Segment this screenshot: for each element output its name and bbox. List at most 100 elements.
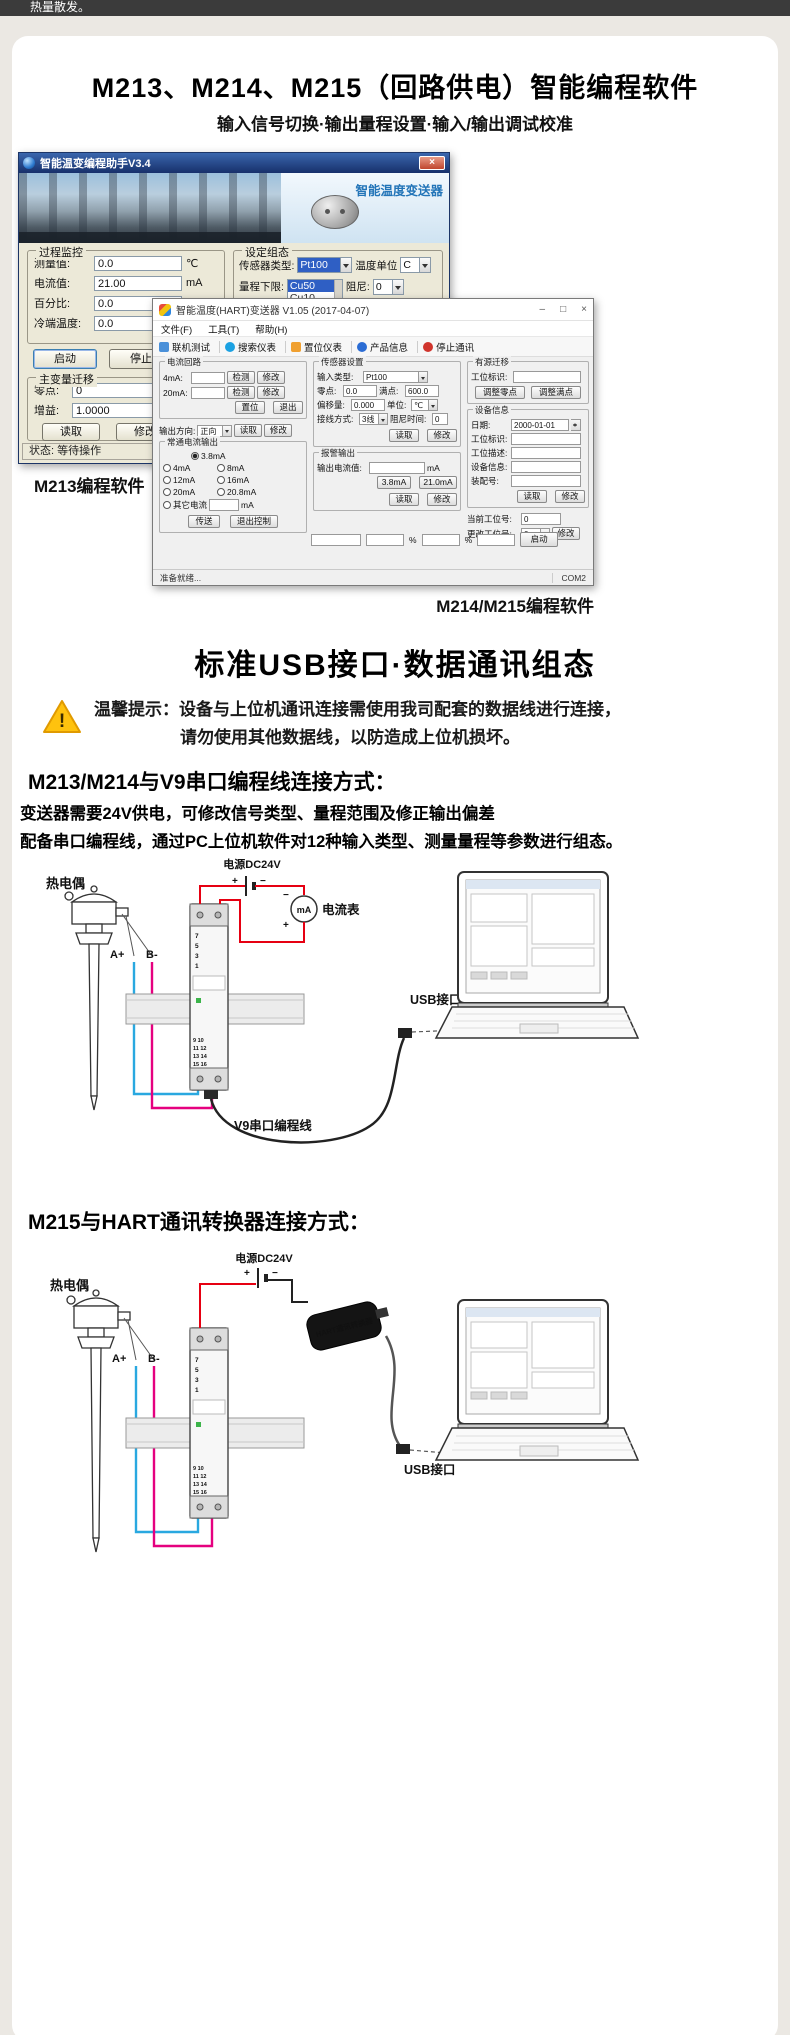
radio-label[interactable]: 20mA xyxy=(173,487,196,497)
temp-unit-select[interactable]: C xyxy=(400,257,432,273)
radio-label[interactable]: 3.8mA xyxy=(201,451,226,461)
other-current-label[interactable]: 其它电流 xyxy=(173,500,208,510)
output-current-input[interactable] xyxy=(369,462,425,474)
value-input[interactable] xyxy=(421,533,460,546)
maximize-button[interactable]: □ xyxy=(560,304,567,315)
dropdown-arrow-icon[interactable] xyxy=(223,424,233,437)
radio-icon[interactable] xyxy=(163,476,171,484)
offset-input[interactable]: 0.000 xyxy=(351,399,385,411)
radio-icon[interactable] xyxy=(217,476,225,484)
full-input[interactable]: 600.0 xyxy=(405,385,439,397)
adjust-full-button[interactable]: 调整满点 xyxy=(531,386,581,399)
exit-button[interactable]: 退出 xyxy=(273,401,303,414)
menu-tools[interactable]: 工具(T) xyxy=(208,324,240,336)
dropdown-arrow-icon[interactable] xyxy=(429,399,438,411)
range-low-label: 量程下限: xyxy=(239,281,284,293)
set-button[interactable]: 置位 xyxy=(235,401,265,414)
detect-button[interactable]: 检测 xyxy=(227,386,255,399)
minimize-button[interactable]: – xyxy=(539,304,546,315)
damping-select[interactable]: 0 xyxy=(372,279,404,295)
group-title: 主变量迁移 xyxy=(36,371,97,387)
radio-label[interactable]: 12mA xyxy=(173,475,196,485)
value-input[interactable] xyxy=(311,533,361,546)
input-type-select[interactable]: Pt100 xyxy=(363,371,428,383)
read-button[interactable]: 读取 xyxy=(389,429,419,442)
alarm-low-button[interactable]: 3.8mA xyxy=(377,476,411,489)
read-button[interactable]: 读取 xyxy=(389,493,419,506)
terminal-number: 7 xyxy=(195,933,199,940)
m213-titlebar[interactable]: 智能温变编程助手V3.4 × xyxy=(19,153,449,173)
modify-button[interactable]: 修改 xyxy=(257,371,285,384)
radio-icon[interactable] xyxy=(217,464,225,472)
current-tag-input[interactable]: 0 xyxy=(521,513,561,525)
gain-label: 增益: xyxy=(34,405,60,417)
modify-button[interactable]: 修改 xyxy=(427,429,457,442)
dropdown-arrow-icon[interactable] xyxy=(420,257,432,273)
exit-control-button[interactable]: 退出控制 xyxy=(230,515,278,528)
desc-input[interactable] xyxy=(511,447,581,459)
radio-label[interactable]: 16mA xyxy=(227,475,250,485)
online-test-button[interactable]: 联机测试 xyxy=(159,340,210,354)
dropdown-arrow-icon[interactable] xyxy=(341,257,353,273)
terminal-number: 3 xyxy=(195,953,199,960)
product-info-button[interactable]: 产品信息 xyxy=(357,340,408,354)
listbox-item-selected[interactable]: Cu50 xyxy=(287,280,334,292)
set-meter-button[interactable]: 置位仪表 xyxy=(291,340,342,354)
modify-button[interactable]: 修改 xyxy=(555,490,585,503)
radio-label[interactable]: 20.8mA xyxy=(227,487,257,497)
info-input[interactable] xyxy=(511,461,581,473)
stop-comm-button[interactable]: 停止通讯 xyxy=(423,340,474,354)
radio-label[interactable]: 8mA xyxy=(227,463,245,473)
hart-titlebar[interactable]: 智能温度(HART)变送器 V1.05 (2017-04-07) – □ × xyxy=(153,299,593,321)
sensor-type-select[interactable]: Pt100 xyxy=(297,257,353,273)
detect-button[interactable]: 检测 xyxy=(227,371,255,384)
read-button[interactable]: 读取 xyxy=(517,490,547,503)
value-input[interactable] xyxy=(366,533,404,546)
current-value-input[interactable]: 21.00 xyxy=(94,275,182,291)
menu-help[interactable]: 帮助(H) xyxy=(255,324,288,336)
radio-icon[interactable] xyxy=(163,501,171,509)
dropdown-arrow-icon[interactable] xyxy=(419,371,428,383)
wiring-select[interactable]: 3线 xyxy=(359,413,388,425)
assembly-label: 装配号: xyxy=(471,476,499,486)
date-input[interactable]: 2000-01-01 xyxy=(511,419,569,431)
dropdown-arrow-icon[interactable] xyxy=(379,413,388,425)
modify-button[interactable]: 修改 xyxy=(264,424,293,437)
unit-select[interactable]: ℃ xyxy=(411,399,438,411)
send-button[interactable]: 传送 xyxy=(188,515,220,528)
radio-icon[interactable] xyxy=(163,488,171,496)
4ma-input[interactable] xyxy=(191,371,225,384)
radio-label[interactable]: 4mA xyxy=(173,463,191,473)
radio-icon[interactable] xyxy=(163,464,171,472)
tag-input[interactable] xyxy=(511,433,581,445)
close-button[interactable]: × xyxy=(581,304,587,315)
output-direction-select[interactable]: 正向 xyxy=(197,424,233,437)
20ma-input[interactable] xyxy=(191,386,225,399)
other-current-input[interactable] xyxy=(209,499,240,511)
search-meter-button[interactable]: 搜索仪表 xyxy=(225,340,276,354)
value-input[interactable] xyxy=(477,533,516,546)
start-button[interactable]: 启动 xyxy=(33,349,97,369)
modify-button[interactable]: 修改 xyxy=(257,386,285,399)
modify-button[interactable]: 修改 xyxy=(427,493,457,506)
tag-input[interactable] xyxy=(513,371,581,383)
read-button[interactable]: 读取 xyxy=(42,423,100,441)
start-button[interactable]: 启动 xyxy=(520,532,559,547)
hart-connection-diagram: 热电偶 A+ B- xyxy=(50,1251,640,1553)
measure-value-input[interactable]: 0.0 xyxy=(94,255,182,271)
menu-file[interactable]: 文件(F) xyxy=(161,324,193,336)
zero-input[interactable]: 0 xyxy=(72,382,176,398)
dropdown-arrow-ic on[interactable] xyxy=(392,279,404,295)
alarm-high-button[interactable]: 21.0mA xyxy=(419,476,457,489)
adjust-zero-button[interactable]: 调整零点 xyxy=(475,386,525,399)
close-button[interactable]: × xyxy=(419,156,445,170)
assembly-input[interactable] xyxy=(511,475,581,487)
spinner-icon[interactable] xyxy=(571,419,581,431)
zero-input[interactable]: 0.0 xyxy=(343,385,377,397)
modify-button[interactable]: 修改 xyxy=(552,527,580,540)
desc-line-1: 变送器需要24V供电，可修改信号类型、量程范围及修正输出偏差 xyxy=(20,805,495,823)
damping-time-input[interactable]: 0 xyxy=(432,413,448,425)
radio-selected-icon[interactable] xyxy=(191,452,199,460)
radio-icon[interactable] xyxy=(217,488,225,496)
read-button[interactable]: 读取 xyxy=(234,424,263,437)
